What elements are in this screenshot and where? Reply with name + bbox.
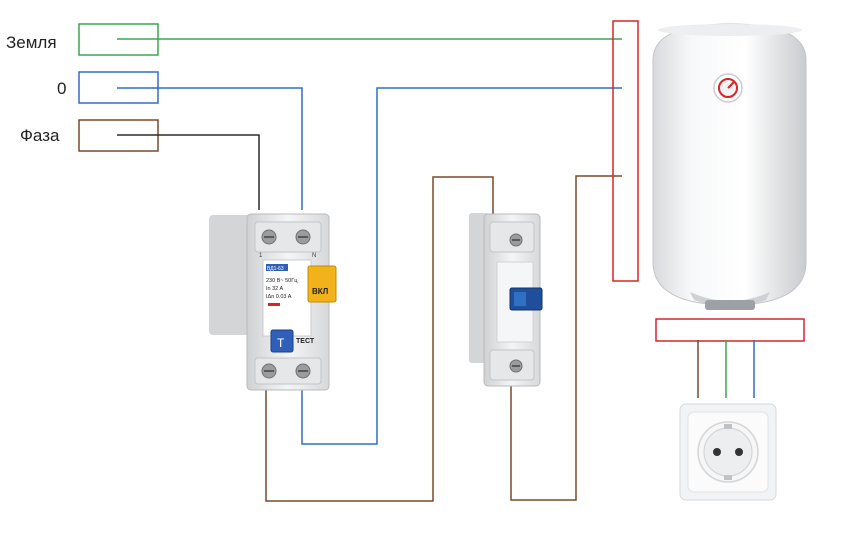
rcd-rating-2: In 32 A <box>266 286 283 292</box>
rcd-on-label: ВКЛ <box>312 287 329 296</box>
phase-label: Фаза <box>20 126 60 145</box>
rcd-rating-3: IΔn 0.03 A <box>266 294 292 300</box>
phase-wire-out <box>510 175 622 501</box>
rcd-test-button[interactable] <box>270 329 294 353</box>
thermostat-dial-icon <box>713 73 743 103</box>
socket-hole-left <box>713 448 721 456</box>
neutral-wire-out <box>301 87 622 445</box>
phase-wire-rcd-to-breaker <box>265 176 494 502</box>
socket-hole-right <box>735 448 743 456</box>
rcd-model: ВД1-63 <box>267 266 284 272</box>
rcd-knob[interactable] <box>307 265 337 303</box>
ground-label: Земля <box>6 33 57 52</box>
rcd-test-button-letter: T <box>277 336 285 350</box>
junction-box-horizontal <box>655 318 805 342</box>
water-heater <box>652 23 807 310</box>
rcd-rating-1: 230 В~ 50Гц <box>266 278 298 284</box>
phase-wire-in <box>117 134 260 210</box>
rcd-test-label: ТЕСТ <box>296 338 315 345</box>
rcd-terminal-top-left: 1 <box>259 253 263 259</box>
circuit-breaker <box>469 213 543 387</box>
junction-box-vertical <box>612 20 639 282</box>
rcd-device: 1 N ВД1-63 230 В~ 50Гц In 32 A IΔn 0.03 … <box>209 213 337 391</box>
neutral-wire-in <box>117 87 303 210</box>
power-socket <box>679 403 777 501</box>
neutral-label: 0 <box>57 79 67 98</box>
rcd-terminal-top-right: N <box>312 253 316 259</box>
